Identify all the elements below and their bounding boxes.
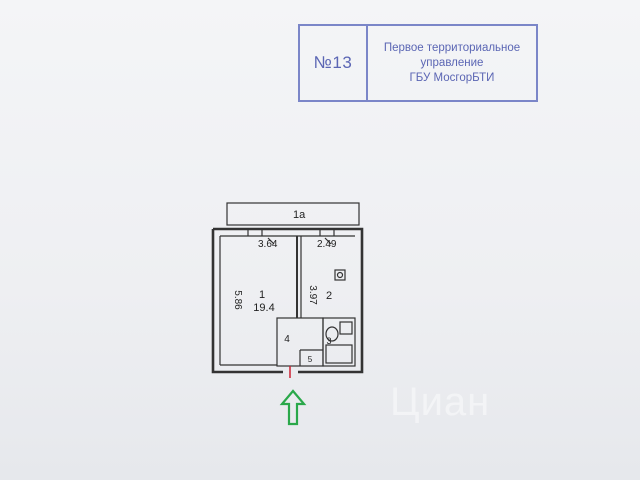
stove-burner xyxy=(336,271,344,279)
entrance-arrow-icon xyxy=(279,389,307,426)
room-3-number: 3 xyxy=(326,336,331,346)
bti-stamp: №13 Первое территориальное управление ГБ… xyxy=(298,24,538,102)
room-2-number: 2 xyxy=(326,290,332,302)
stamp-text: Первое территориальное управление ГБУ Мо… xyxy=(368,26,536,100)
bathroom-outline xyxy=(322,317,356,367)
toilet-fixture xyxy=(325,326,339,342)
stamp-line-1: Первое территориальное xyxy=(383,41,521,54)
balcony-outline xyxy=(226,202,360,226)
watermark: Циан xyxy=(390,380,491,424)
stamp-number: №13 xyxy=(300,26,368,100)
outer-wall-top-right xyxy=(213,227,364,374)
stamp-line-2: управление xyxy=(420,56,484,69)
stamp-line-3: ГБУ МосгорБТИ xyxy=(409,71,495,84)
bathtub-fixture xyxy=(325,344,353,364)
room-1-width: 3.64 xyxy=(258,239,278,250)
room-1-number: 1 xyxy=(259,289,265,301)
room-4-number: 4 xyxy=(284,334,290,345)
room-2-width: 2.49 xyxy=(317,239,337,250)
room-5-number: 5 xyxy=(308,355,313,364)
stove-fixture xyxy=(334,269,346,281)
balcony-label: 1а xyxy=(293,209,306,221)
room-2-length: 3.97 xyxy=(307,285,318,305)
outer-wall-left xyxy=(211,229,283,374)
dimension-tick xyxy=(324,237,332,245)
dimension-tick xyxy=(267,237,275,245)
room-1-area: 19.4 xyxy=(253,302,274,314)
room-1-length: 5.86 xyxy=(232,290,243,310)
sink-fixture xyxy=(339,321,353,335)
